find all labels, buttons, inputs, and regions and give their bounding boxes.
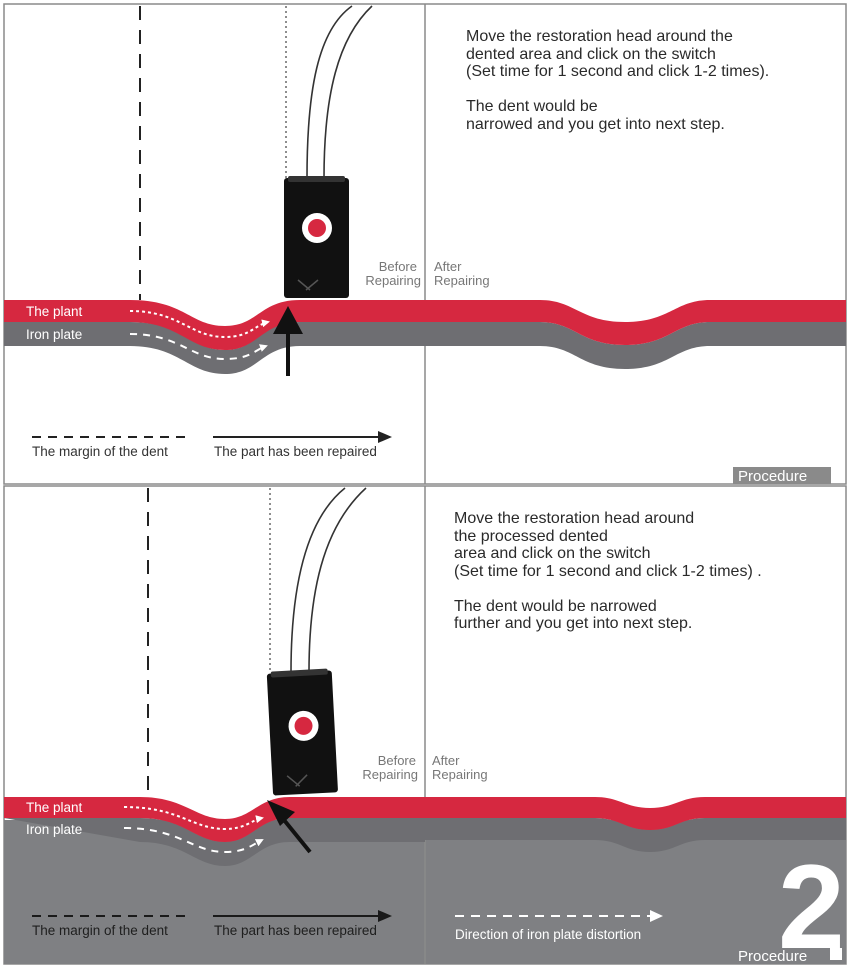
legend-margin-text: The margin of the dent [32, 444, 168, 459]
legend-direction-arrowhead [650, 910, 663, 922]
legend-repaired-text: The part has been repaired [214, 444, 377, 459]
plant-label: The plant [26, 304, 83, 319]
before-label-2-line1: Before [378, 753, 416, 768]
before-label-line1: Before [379, 259, 417, 274]
before-label-line2: Repairing [365, 273, 421, 288]
pointer-arrow-shaft-2 [282, 818, 312, 854]
legend-direction-text: Direction of iron plate distortion [455, 927, 641, 942]
procedure-label: Procedure [738, 468, 807, 485]
after-label-2-line1: After [432, 753, 460, 768]
after-label-line2: Repairing [434, 273, 490, 288]
instruction-text-2: Move the restoration head around the pro… [454, 510, 762, 632]
legend-margin-text-2: The margin of the dent [32, 923, 168, 938]
hose-inner [323, 5, 373, 179]
device-cap [288, 176, 345, 182]
iron-plate-before-2 [4, 818, 425, 866]
iron-plate-after [425, 322, 846, 369]
after-label-line1: After [434, 259, 462, 274]
legend-repaired-arrowhead [378, 431, 392, 443]
restoration-head-2 [266, 668, 338, 796]
device-vent [297, 279, 319, 291]
iron-plate-before [4, 322, 425, 374]
after-label-2-line2: Repairing [432, 767, 488, 782]
plant-label-2: The plant [26, 800, 83, 815]
plant-layer-before [4, 300, 425, 350]
device-cap-2 [270, 668, 328, 678]
panel-2: The plant Iron plate Before Repairing Af… [3, 485, 847, 968]
procedure-square [830, 948, 842, 960]
restoration-head [284, 176, 349, 298]
device-vent-2 [286, 774, 308, 787]
procedure-number: 2 [778, 840, 845, 968]
plant-layer-after-2 [425, 797, 846, 830]
switch-button-2 [294, 716, 313, 735]
before-label-2-line2: Repairing [362, 767, 418, 782]
procedure-label-2: Procedure [738, 948, 807, 965]
iron-plate-label-2: Iron plate [26, 822, 82, 837]
pointer-arrow-head [273, 306, 303, 334]
legend-repaired-text-2: The part has been repaired [214, 923, 377, 938]
hose-outer-2 [290, 487, 346, 673]
plant-direction-arrow [129, 310, 270, 339]
switch-button [308, 219, 326, 237]
plant-layer-after [425, 300, 846, 345]
panel-1: The plant Iron plate Before Repairing Af… [3, 3, 847, 485]
iron-direction-arrow-2 [123, 827, 264, 854]
iron-plate-after-2 [425, 818, 846, 852]
hose-inner-2 [308, 487, 367, 673]
iron-direction-arrow [129, 333, 268, 361]
plant-layer-before-2 [4, 797, 425, 842]
procedure-tag [733, 467, 831, 484]
instruction-text-1: Move the restoration head around the den… [466, 28, 770, 133]
pointer-arrow-head-2 [267, 800, 295, 826]
hose-outer [306, 5, 353, 179]
iron-plate-label: Iron plate [26, 327, 82, 342]
legend-repaired-arrowhead-2 [378, 910, 392, 922]
